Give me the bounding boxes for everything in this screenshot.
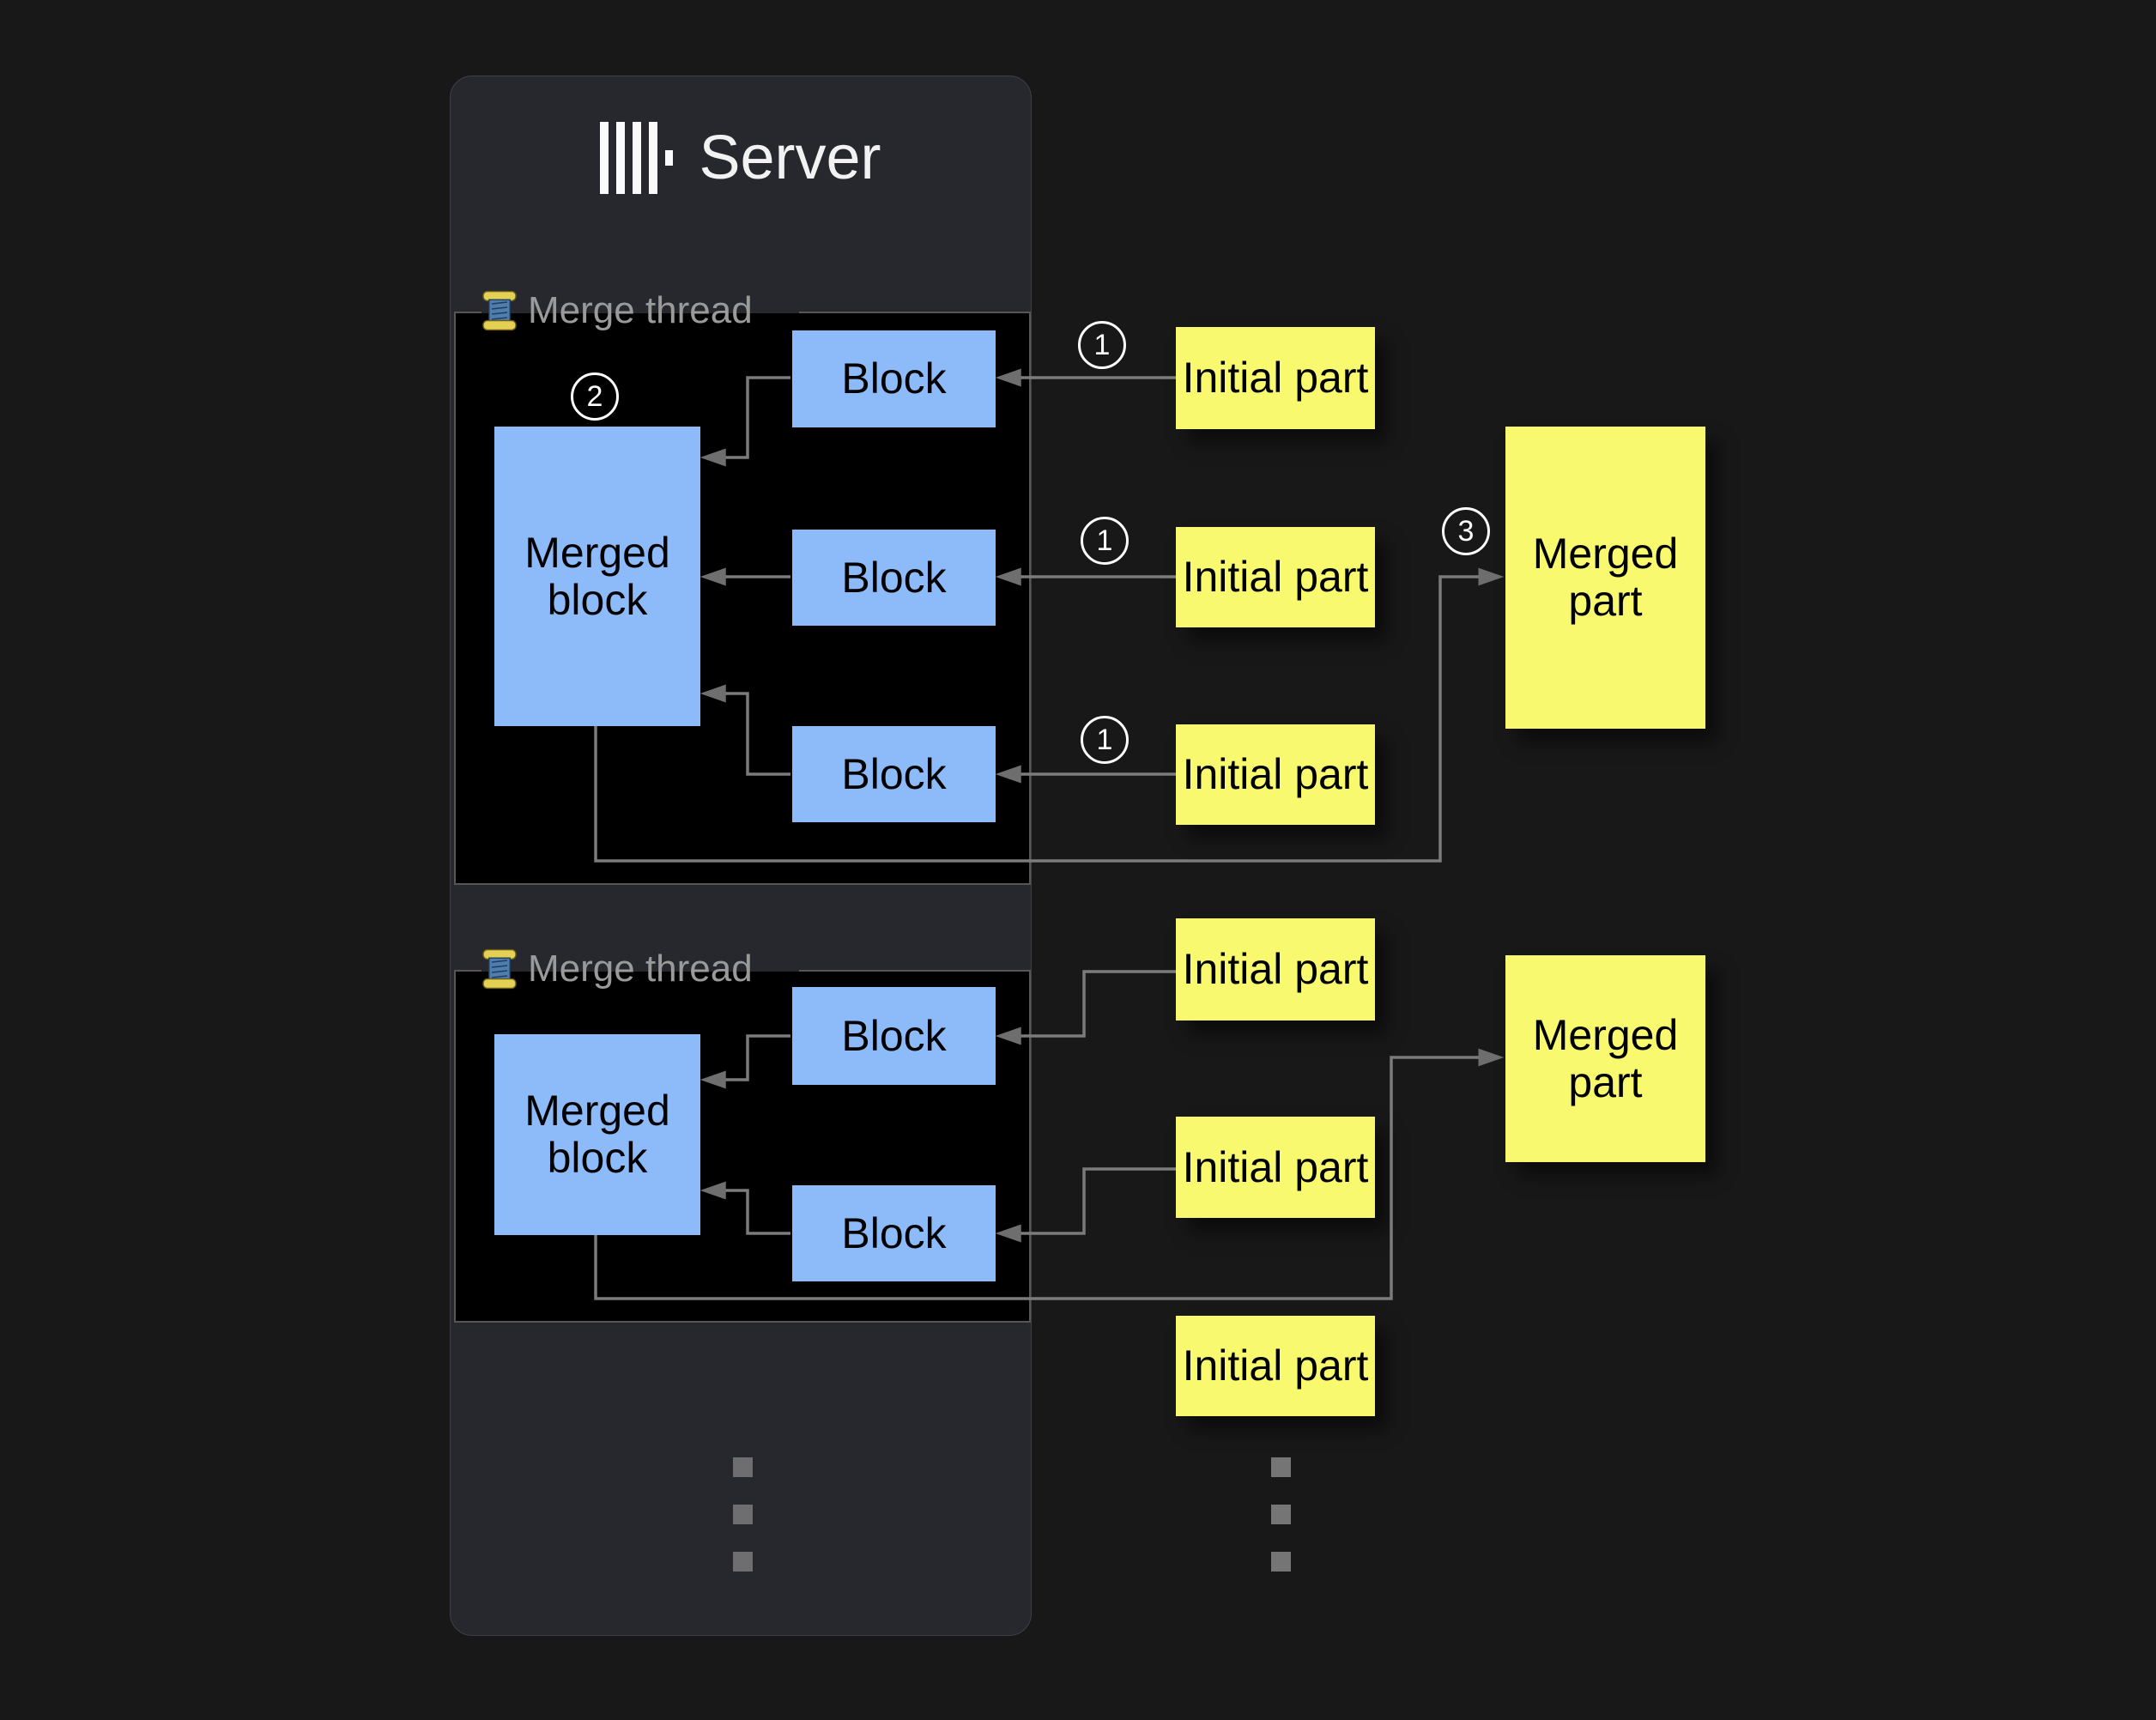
merged-part-2: Merged part bbox=[1505, 955, 1705, 1162]
vertical-ellipsis-dots bbox=[733, 1457, 754, 1599]
server-header: Server bbox=[450, 106, 1032, 209]
wire-initialpart4-to-block4 bbox=[995, 970, 1176, 1045]
initial-part-4: Initial part bbox=[1176, 918, 1375, 1020]
panel-top-border bbox=[799, 312, 1031, 313]
step-1-badge: 1 bbox=[1081, 716, 1129, 764]
block-3: Block bbox=[792, 726, 996, 822]
initial-part-5: Initial part bbox=[1176, 1117, 1375, 1218]
block-1: Block bbox=[792, 330, 996, 427]
step-3-badge: 3 bbox=[1442, 507, 1490, 555]
step-1-badge: 1 bbox=[1078, 321, 1126, 369]
panel-top-border bbox=[454, 312, 481, 313]
merge-thread-label: Merge thread bbox=[528, 289, 753, 331]
server-title: Server bbox=[699, 124, 881, 192]
step-2-badge: 2 bbox=[571, 372, 619, 421]
initial-part-1: Initial part bbox=[1176, 327, 1375, 429]
thread-spool-icon bbox=[482, 948, 517, 990]
panel-top-border bbox=[799, 970, 1031, 972]
vertical-ellipsis-dots bbox=[1271, 1457, 1292, 1599]
merged-block-1: Merged block bbox=[494, 427, 700, 726]
block-5: Block bbox=[792, 1185, 996, 1281]
initial-part-3: Initial part bbox=[1176, 724, 1375, 825]
initial-part-2: Initial part bbox=[1176, 527, 1375, 627]
wire-initialpart5-to-block5 bbox=[995, 1167, 1176, 1243]
merge-thread-legend-1: Merge thread bbox=[481, 289, 753, 332]
block-4: Block bbox=[792, 987, 996, 1085]
clickhouse-logo-icon bbox=[600, 122, 674, 194]
merged-block-2: Merged block bbox=[494, 1034, 700, 1235]
block-2: Block bbox=[792, 530, 996, 626]
panel-top-border bbox=[454, 970, 481, 972]
merge-thread-label: Merge thread bbox=[528, 948, 753, 990]
initial-part-6: Initial part bbox=[1176, 1316, 1375, 1416]
merge-thread-panel-1: Merge thread 2 Merged block Block Block … bbox=[454, 289, 1031, 885]
merged-part-1: Merged part bbox=[1505, 427, 1705, 729]
merge-thread-panel-2: Merge thread Merged block Block Block bbox=[454, 948, 1031, 1323]
merge-thread-legend-2: Merge thread bbox=[481, 948, 753, 990]
thread-spool-icon bbox=[482, 290, 517, 331]
step-1-badge: 1 bbox=[1081, 517, 1129, 565]
